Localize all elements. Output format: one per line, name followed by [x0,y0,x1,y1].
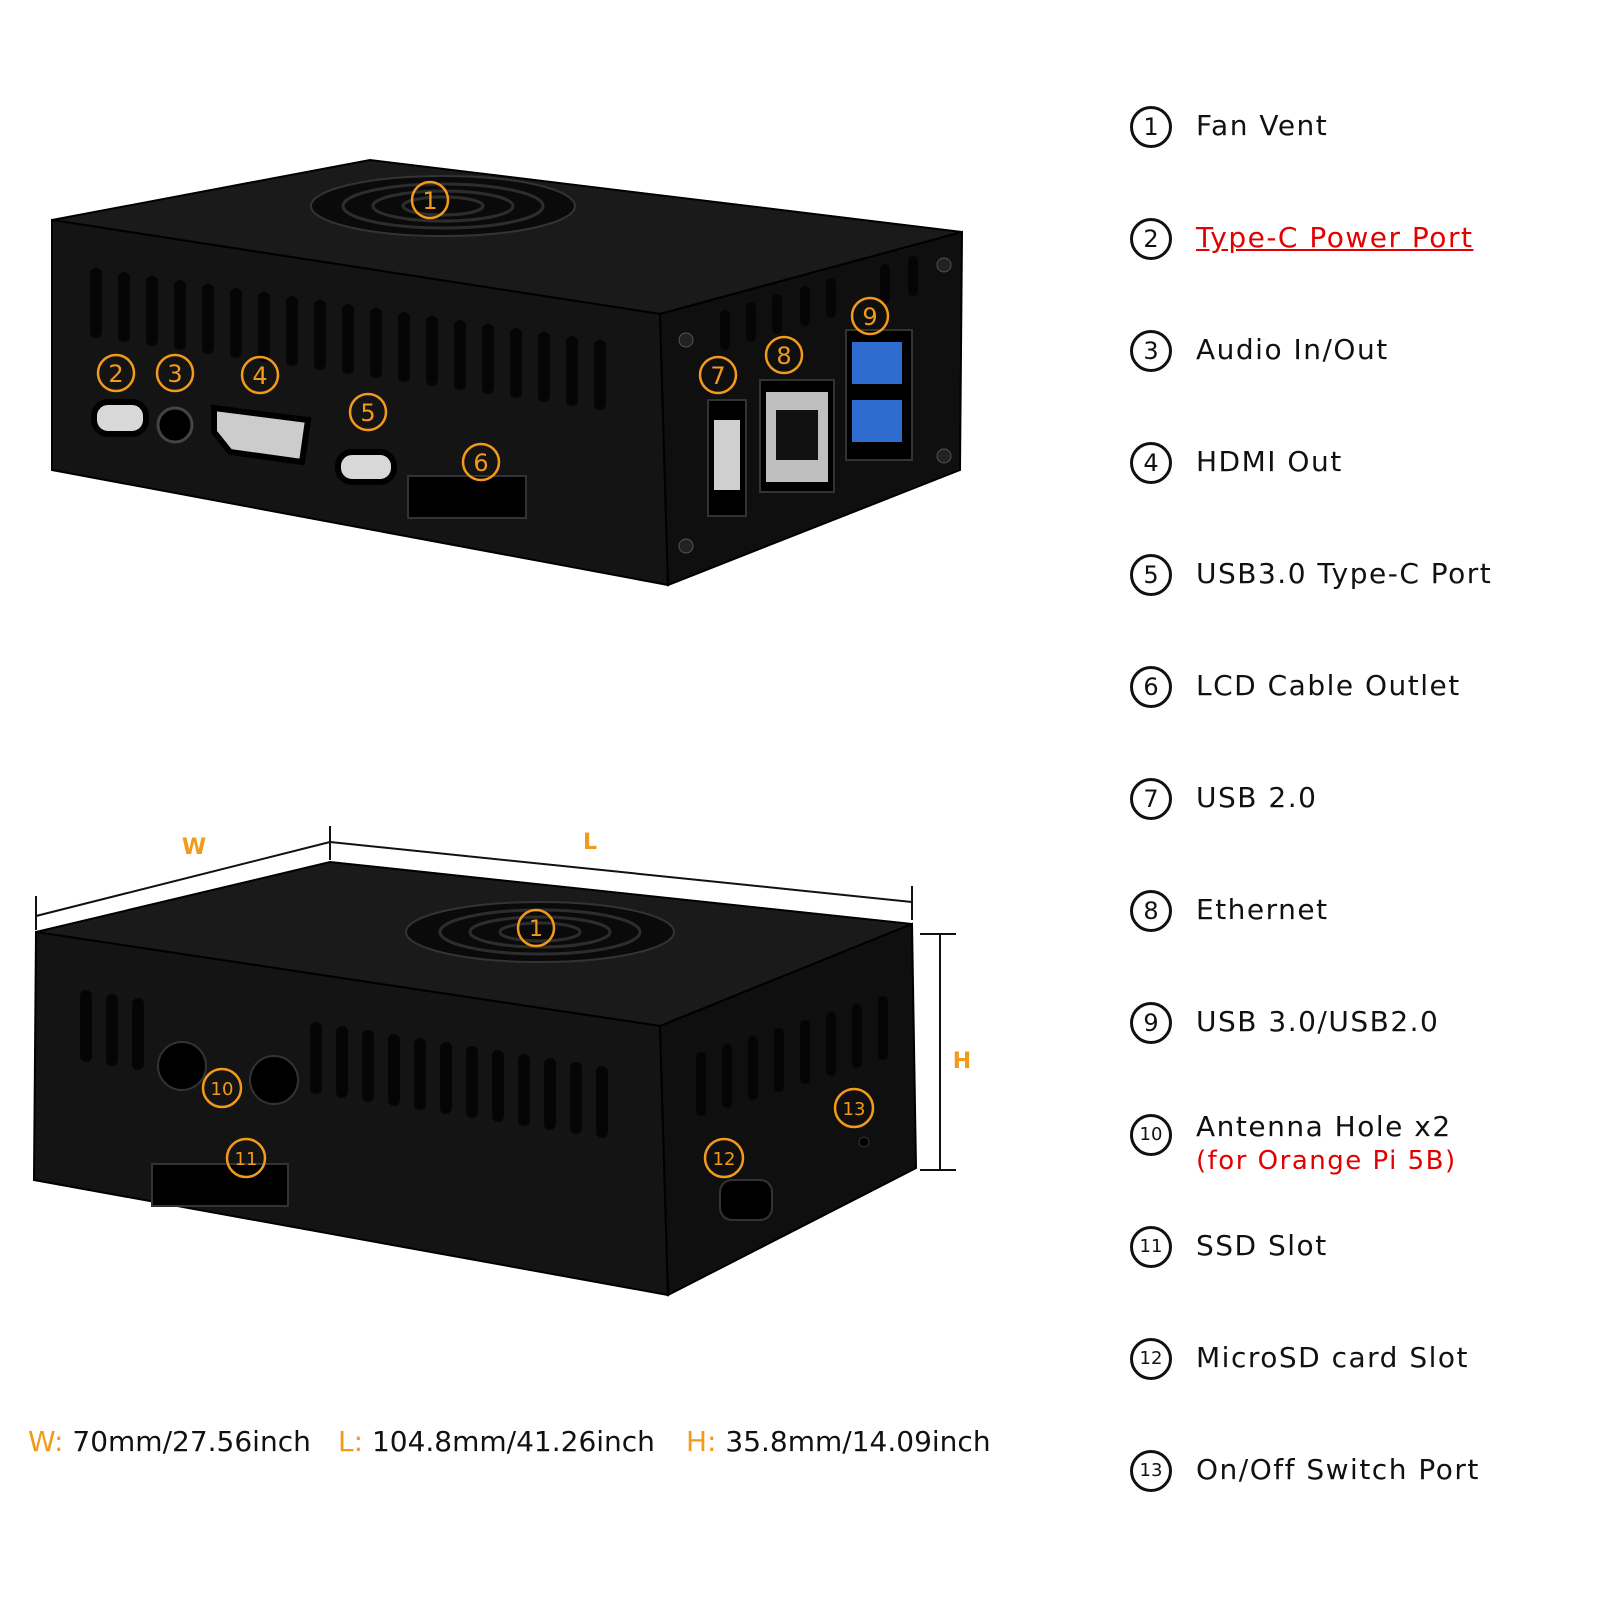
legend-item: 6 LCD Cable Outlet [1130,666,1600,746]
number-badge: 3 [1130,330,1172,372]
dim-height: H: 35.8mm/14.09inch [686,1425,991,1458]
marker-5: 5 [348,392,388,432]
svg-text:13: 13 [843,1099,866,1120]
svg-text:1: 1 [422,187,437,215]
legend-label: Audio In/Out [1196,333,1389,366]
product-figure: 1 2 3 4 5 6 7 8 9 [32,158,971,1297]
marker-13: 13 [833,1087,875,1129]
svg-text:1: 1 [529,917,543,942]
legend-label: SSD Slot [1196,1229,1328,1262]
antenna-hole-2 [249,1055,299,1105]
dim-length: L: 104.8mm/41.26inch [338,1425,655,1458]
marker-3: 3 [155,353,195,393]
legend-item: 2 Type-C Power Port [1130,218,1600,298]
svg-text:9: 9 [862,303,877,331]
microsd-slot [719,1179,773,1221]
marker-7: 7 [698,355,738,395]
legend-item: 13 On/Off Switch Port [1130,1450,1600,1530]
marker-1-top: 1 [410,180,450,220]
marker-12: 12 [703,1137,745,1179]
number-badge: 8 [1130,890,1172,932]
legend-label: LCD Cable Outlet [1196,669,1461,702]
legend-item: 12 MicroSD card Slot [1130,1338,1600,1418]
number-badge: 9 [1130,1002,1172,1044]
number-badge: 13 [1130,1450,1172,1492]
svg-text:10: 10 [211,1079,234,1100]
number-badge: 11 [1130,1226,1172,1268]
legend-item: 1 Fan Vent [1130,106,1600,186]
marker-4: 4 [240,355,280,395]
legend-label: HDMI Out [1196,445,1343,478]
legend-label: Fan Vent [1196,109,1329,142]
dim-label-w: W [182,835,206,860]
dimensions-line: W: 70mm/27.56inch L: 104.8mm/41.26inch H… [28,1425,1108,1465]
svg-text:7: 7 [710,362,725,390]
svg-text:2: 2 [108,360,123,388]
svg-text:8: 8 [776,342,791,370]
dimension-lines [35,826,956,1171]
lcd-cable-outlet [407,475,527,519]
number-badge: 5 [1130,554,1172,596]
number-badge: 7 [1130,778,1172,820]
bottom-markers: 1 10 11 12 13 [201,908,875,1179]
hdmi-port [211,404,312,466]
legend-item: 5 USB3.0 Type-C Port [1130,554,1600,634]
legend-item: 8 Ethernet [1130,890,1600,970]
legend-label: USB3.0 Type-C Port [1196,557,1493,590]
dim-width: W: 70mm/27.56inch [28,1425,311,1458]
legend-sublabel: (for Orange Pi 5B) [1196,1146,1457,1176]
legend-label: Ethernet [1196,893,1329,926]
number-badge: 10 [1130,1114,1172,1156]
svg-text:3: 3 [167,360,182,388]
marker-11: 11 [225,1137,267,1179]
legend-item: 4 HDMI Out [1130,442,1600,522]
legend-item: 7 USB 2.0 [1130,778,1600,858]
legend-label: On/Off Switch Port [1196,1453,1480,1486]
case-illustration: 1 2 3 4 5 6 7 8 9 [32,158,971,1297]
svg-text:11: 11 [235,1149,258,1170]
legend-item: 10 Antenna Hole x2 (for Orange Pi 5B) [1130,1110,1600,1194]
switch-port [858,1136,870,1148]
antenna-hole-1 [157,1041,207,1091]
marker-8: 8 [764,335,804,375]
usb-c-port [335,449,397,485]
legend-item: 11 SSD Slot [1130,1226,1600,1306]
marker-6: 6 [461,442,501,482]
marker-1-bottom: 1 [516,908,556,948]
legend-label: Antenna Hole x2 [1196,1110,1452,1143]
legend-label: USB 2.0 [1196,781,1318,814]
legend-item: 3 Audio In/Out [1130,330,1600,410]
fan-vent-bottom [405,901,675,963]
case-top-view [51,158,964,587]
legend-label: USB 3.0/USB2.0 [1196,1005,1440,1038]
fan-vent-top [310,175,576,237]
type-c-power-port [91,399,149,437]
svg-text:12: 12 [713,1149,736,1170]
dim-label-h: H [953,1049,971,1074]
svg-text:5: 5 [360,399,375,427]
number-badge: 1 [1130,106,1172,148]
legend-label: MicroSD card Slot [1196,1341,1470,1374]
port-legend: 1 Fan Vent 2 Type-C Power Port 3 Audio I… [1130,0,1600,1600]
marker-9: 9 [850,296,890,336]
case-bottom-view [32,860,918,1297]
svg-text:6: 6 [473,449,488,477]
dim-label-l: L [583,830,597,855]
legend-item: 9 USB 3.0/USB2.0 [1130,1002,1600,1082]
number-badge: 2 [1130,218,1172,260]
number-badge: 6 [1130,666,1172,708]
audio-jack [156,406,194,444]
ssd-slot [151,1163,289,1207]
marker-2: 2 [96,353,136,393]
number-badge: 4 [1130,442,1172,484]
marker-10: 10 [201,1067,243,1109]
top-markers: 1 2 3 4 5 6 7 8 9 [96,180,890,482]
svg-text:4: 4 [252,362,267,390]
legend-label: Type-C Power Port [1196,221,1474,254]
number-badge: 12 [1130,1338,1172,1380]
